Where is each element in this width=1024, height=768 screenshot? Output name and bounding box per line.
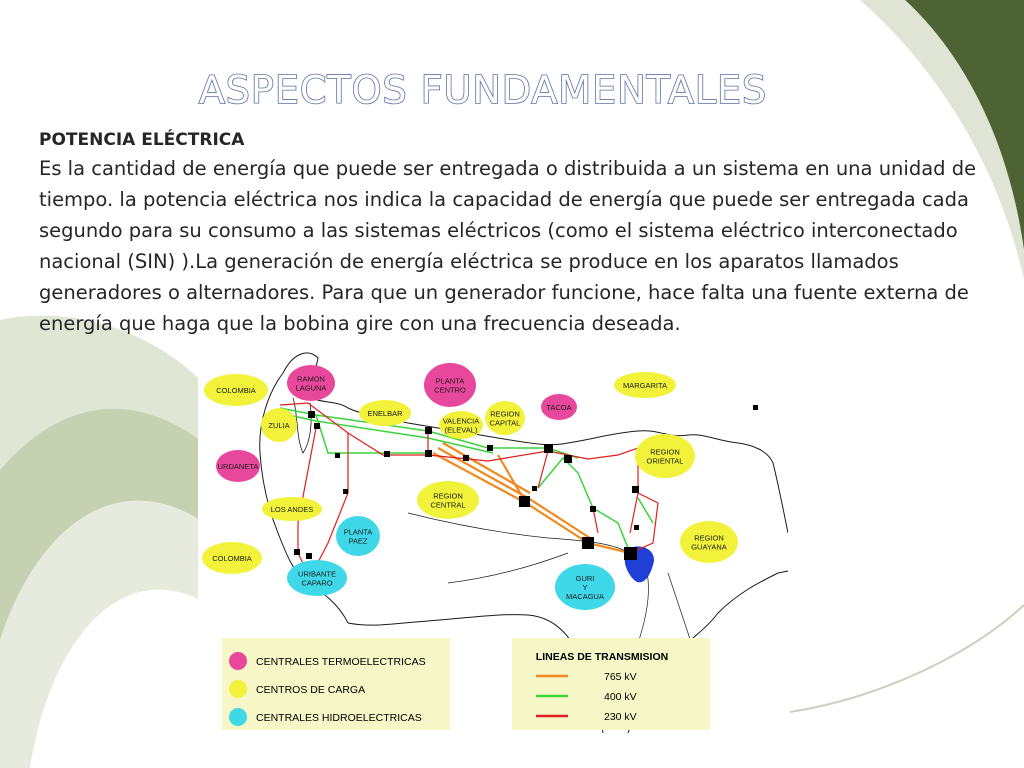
legend-swatch — [229, 708, 247, 726]
legend-line-label: 765 kV — [604, 671, 637, 683]
legend-plant-label: CENTRALES TERMOELECTRICAS — [256, 656, 426, 668]
map-node-enelbar: ENELBAR — [359, 400, 411, 426]
legend-plant-label: CENTROS DE CARGA — [256, 684, 365, 696]
node-label: GUAYANA — [691, 543, 727, 552]
node-bubble — [555, 564, 615, 610]
node-label: ENELBAR — [367, 409, 403, 418]
node-label: VALENCIA — [443, 417, 480, 426]
body-paragraph: Es la cantidad de energía que puede ser … — [39, 157, 977, 335]
left-swoosh-inner — [0, 408, 200, 640]
bottom-right-swoosh — [788, 600, 1024, 768]
map-node-urdaneta: URDANETA — [216, 450, 260, 482]
node-label: RAMON — [297, 375, 325, 384]
content-block: POTENCIA ELÉCTRICA Es la cantidad de ene… — [39, 127, 979, 339]
node-label: CENTRAL — [430, 501, 465, 510]
map-node-margarita: MARGARITA — [614, 372, 676, 398]
node-label: GURI — [576, 574, 595, 583]
node-bubble — [202, 542, 262, 574]
node-bubble — [541, 394, 577, 420]
legend-plant-label: CENTRALES HIDROELECTRICAS — [256, 712, 422, 724]
node-bubble — [336, 516, 380, 556]
map-node-los-andes: LOS ANDES — [262, 497, 322, 521]
node-bubble — [485, 401, 525, 435]
node-bubble — [261, 408, 297, 442]
legend-swatch — [229, 680, 247, 698]
node-label: COLOMBIA — [212, 554, 252, 563]
map-node-valencia: VALENCIA(ELEVAL) — [439, 411, 483, 439]
legend-line-label: 230 kV — [604, 711, 637, 723]
left-swoosh-bottom — [0, 500, 200, 768]
top-right-swoosh — [905, 0, 1024, 250]
node-label: REGION — [490, 410, 520, 419]
node-label: LOS ANDES — [271, 505, 314, 514]
node-label: COLOMBIA — [216, 386, 256, 395]
map-node-colombia-north: COLOMBIA — [204, 374, 268, 406]
node-bubble — [417, 481, 479, 519]
node-label: Y — [582, 583, 587, 592]
node-bubble — [635, 434, 695, 478]
node-bubble — [287, 365, 335, 401]
map-node-colombia-south: COLOMBIA — [202, 542, 262, 574]
node-label: PAEZ — [348, 537, 367, 546]
bottom-right-line — [789, 604, 1024, 713]
node-label: LAGUNA — [296, 384, 327, 393]
rivers — [407, 512, 699, 664]
legend-line-label: 400 kV — [604, 691, 637, 703]
legend-plants: CENTRALES TERMOELECTRICAS CENTROS DE CARG… — [222, 638, 450, 730]
node-bubble — [439, 411, 483, 439]
legend-lines-title: LINEAS DE TRANSMISION — [536, 651, 668, 663]
node-bubble — [424, 363, 476, 407]
node-label: REGION — [433, 492, 463, 501]
node-bubble — [680, 521, 738, 563]
node-label: URIBANTE — [298, 570, 336, 579]
map-node-zulia: ZULIA — [261, 408, 297, 442]
node-bubble — [287, 560, 347, 596]
top-right-swoosh-light — [860, 0, 1024, 280]
substations — [294, 405, 758, 581]
node-bubble — [614, 372, 676, 398]
node-bubble — [216, 450, 260, 482]
node-label: MARGARITA — [623, 381, 667, 390]
node-label: CAPITAL — [490, 419, 521, 428]
slide-title: ASPECTOS FUNDAMENTALES — [198, 67, 768, 113]
node-label: CENTRO — [434, 386, 466, 395]
node-bubble — [262, 497, 322, 521]
node-label: ZULIA — [268, 421, 289, 430]
node-label: REGION — [694, 534, 724, 543]
node-label: TACOA — [546, 403, 571, 412]
node-label: ORIENTAL — [647, 457, 684, 466]
legend-swatch — [229, 652, 247, 670]
node-label: PLANTA — [436, 377, 465, 386]
node-label: PLANTA — [344, 528, 373, 537]
map-node-tacoa: TACOA — [541, 394, 577, 420]
node-label: MACAGUA — [566, 592, 604, 601]
left-swoosh-outer — [0, 315, 200, 470]
node-label: REGION — [650, 448, 680, 457]
node-label: URDANETA — [218, 462, 259, 471]
section-heading: POTENCIA ELÉCTRICA — [39, 130, 245, 150]
node-bubble — [204, 374, 268, 406]
node-label: CAPARO — [301, 579, 332, 588]
node-label: (ELEVAL) — [445, 426, 478, 435]
node-bubble — [359, 400, 411, 426]
legend-lines: LINEAS DE TRANSMISION 765 kV 400 kV 230 kV — [512, 638, 710, 730]
